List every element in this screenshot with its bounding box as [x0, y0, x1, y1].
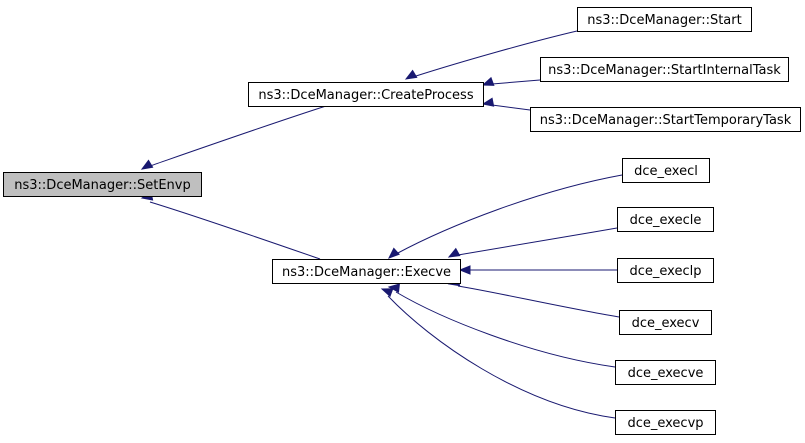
node-execve[interactable]: ns3::DceManager::Execve — [272, 259, 461, 284]
node-startinternaltask[interactable]: ns3::DceManager::StartInternalTask — [540, 57, 789, 82]
node-setenvp: ns3::DceManager::SetEnvp — [3, 172, 202, 197]
node-dce-execv[interactable]: dce_execv — [619, 310, 712, 335]
node-start[interactable]: ns3::DceManager::Start — [577, 7, 752, 32]
arrowhead-icon — [380, 288, 394, 298]
node-label: dce_execl — [634, 164, 698, 179]
node-box — [615, 360, 716, 385]
node-box — [248, 82, 484, 107]
node-box — [540, 57, 789, 82]
edge-line — [457, 285, 620, 318]
edge-starttemporarytask-to-createprocess — [481, 97, 531, 111]
edge-dce_execvp-to-execve — [380, 288, 616, 419]
node-label: ns3::DceManager::Execve — [282, 265, 451, 280]
edge-line — [395, 174, 623, 255]
node-label: ns3::DceManager::SetEnvp — [14, 178, 190, 193]
arrowhead-icon — [140, 159, 154, 170]
arrowhead-icon — [481, 97, 495, 107]
arrowhead-icon — [481, 76, 495, 86]
node-label: ns3::DceManager::StartInternalTask — [548, 63, 781, 78]
arrowhead-icon — [387, 247, 400, 259]
node-label: ns3::DceManager::Start — [587, 13, 741, 28]
node-label: dce_execve — [628, 366, 704, 381]
edge-line — [491, 79, 541, 85]
node-label: dce_execvp — [627, 416, 703, 431]
edge-createprocess-to-setenvp — [140, 105, 327, 170]
edge-line — [395, 291, 616, 368]
edge-dce_execle-to-execve — [447, 227, 618, 258]
node-box — [617, 207, 714, 232]
node-box — [530, 107, 801, 132]
node-box — [619, 310, 712, 335]
edges-layer — [140, 30, 623, 419]
edge-line — [457, 227, 618, 256]
node-dce-execle[interactable]: dce_execle — [617, 207, 714, 232]
node-label: dce_execv — [632, 316, 700, 331]
edge-start-to-createprocess — [404, 30, 578, 80]
edge-execve-to-setenvp — [140, 191, 321, 260]
node-box — [617, 258, 714, 283]
edge-line — [149, 105, 327, 167]
node-createprocess[interactable]: ns3::DceManager::CreateProcess — [248, 82, 484, 107]
node-box — [622, 158, 710, 183]
node-label: dce_execlp — [630, 264, 702, 279]
arrowhead-icon — [447, 247, 461, 258]
node-box — [577, 7, 752, 32]
arrowhead-icon — [458, 265, 471, 275]
node-starttemporarytask[interactable]: ns3::DceManager::StartTemporaryTask — [530, 107, 801, 132]
edge-line — [491, 104, 531, 111]
arrowhead-icon — [404, 69, 418, 80]
node-label: ns3::DceManager::StartTemporaryTask — [540, 113, 792, 128]
edge-dce_execv-to-execve — [447, 277, 620, 318]
node-box — [615, 410, 716, 435]
node-dce-execlp[interactable]: dce_execlp — [617, 258, 714, 283]
node-dce-execvp[interactable]: dce_execvp — [615, 410, 716, 435]
node-box — [3, 172, 202, 197]
node-box — [272, 259, 461, 284]
node-dce-execl[interactable]: dce_execl — [622, 158, 710, 183]
edge-dce_execve-to-execve — [387, 283, 616, 368]
node-dce-execve[interactable]: dce_execve — [615, 360, 716, 385]
edge-line — [387, 295, 616, 419]
node-label: ns3::DceManager::CreateProcess — [258, 88, 473, 103]
edge-dce_execlp-to-execve — [458, 265, 617, 275]
edge-line — [415, 30, 578, 77]
edge-dce_execl-to-execve — [387, 174, 623, 259]
arrowhead-icon — [387, 283, 400, 293]
edge-line — [149, 201, 321, 260]
edge-startinternaltask-to-createprocess — [481, 76, 541, 86]
nodes-layer: ns3::DceManager::SetEnvpns3::DceManager:… — [3, 7, 801, 435]
node-label: dce_execle — [630, 213, 702, 228]
